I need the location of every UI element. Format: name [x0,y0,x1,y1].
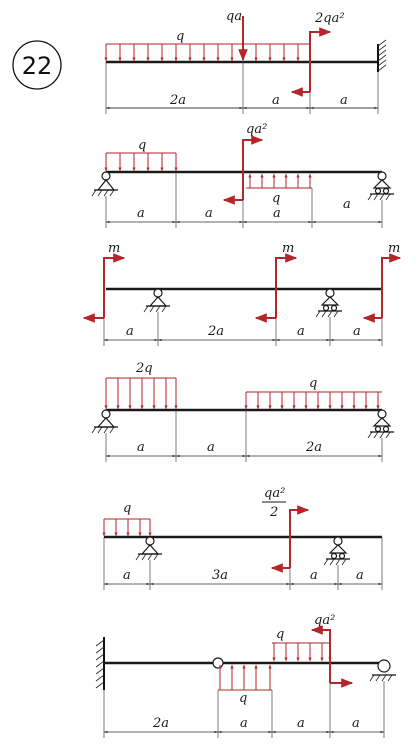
label-qa2-denominator: 2 [269,505,278,520]
dim-a: a [340,93,348,108]
label-2qa2: 2qa² [314,11,345,26]
beam-2: q qa² q a a a a [91,122,394,228]
beam-1: q qa 2qa² 2a a a [104,9,387,114]
dimensions-2 [105,172,383,228]
moment-m [275,253,298,318]
distributed-load-5 [102,518,152,537]
distributed-load-2b [246,173,312,189]
label-q: q [309,376,317,391]
roller-support [367,171,394,201]
label-m: m [108,241,120,256]
roller-support [369,659,396,682]
dimensions-1 [105,62,379,114]
dim-a: a [137,206,145,221]
beam-6: q q qa² 2a a a a [95,613,396,738]
dim-a: a [352,716,360,731]
label-q: q [239,691,247,706]
label-q: q [272,191,280,206]
label-qa: qa [226,9,242,24]
dim-a: a [137,440,145,455]
distributed-load-2a [104,152,178,172]
hinge [212,657,224,669]
label-q: q [276,627,284,642]
distributed-load-q [244,391,382,410]
distributed-load-6b [272,642,332,662]
distributed-load-6a [218,664,272,691]
dim-a: a [297,324,305,339]
label-qa2-numerator: qa² [264,486,285,501]
roller-support [323,536,350,566]
dim-2a: 2a [152,716,169,731]
dim-a: a [297,716,305,731]
label-q: q [123,501,131,516]
roller-support [367,409,394,439]
dim-a: a [207,440,215,455]
dim-2a: 2a [305,440,322,455]
distributed-load-2q [104,377,178,410]
pinned-support [91,409,118,434]
dim-a: a [273,206,281,221]
label-m: m [388,241,400,256]
dim-a: a [272,93,280,108]
problem-number: 22 [22,52,53,80]
dimensions-4 [105,410,383,462]
moment-qa2 [242,135,264,200]
distributed-load-1 [104,43,310,62]
moment-2qa2 [309,27,332,92]
label-m: m [282,241,294,256]
dim-a: a [240,716,248,731]
dim-a: a [343,197,351,212]
label-q: q [176,29,184,44]
moment-m [103,253,126,318]
label-q: q [138,138,146,153]
dimensions-5 [103,537,383,590]
beam-3: m m m a 2a a a [82,241,402,346]
dim-a: a [123,568,131,583]
beam-5: q qa² 2 a 3a a a [102,486,383,590]
dim-a: a [353,324,361,339]
dim-2a: 2a [169,93,186,108]
label-qa2: qa² [314,613,335,628]
dim-3a: 3a [212,568,228,583]
dimensions-6 [103,681,385,738]
roller-support [315,288,342,318]
dim-a: a [205,206,213,221]
problem-number-badge: 22 [12,40,62,90]
fixed-support-hatch [377,39,387,72]
pinned-support [135,536,162,561]
pinned-support [143,288,170,313]
dim-a: a [356,568,364,583]
moment-qa2 [310,625,331,683]
label-qa2: qa² [246,122,267,137]
pinned-support [91,171,118,197]
moment-m [381,253,402,318]
label-2q: 2q [135,361,153,376]
dim-a: a [126,324,134,339]
dim-a: a [310,568,318,583]
dimensions-3 [103,312,383,346]
fixed-support-hatch [95,639,105,689]
moment-qa2-half [289,505,310,568]
dim-2a: 2a [207,324,224,339]
beam-4: 2q q a a 2a [91,361,394,462]
